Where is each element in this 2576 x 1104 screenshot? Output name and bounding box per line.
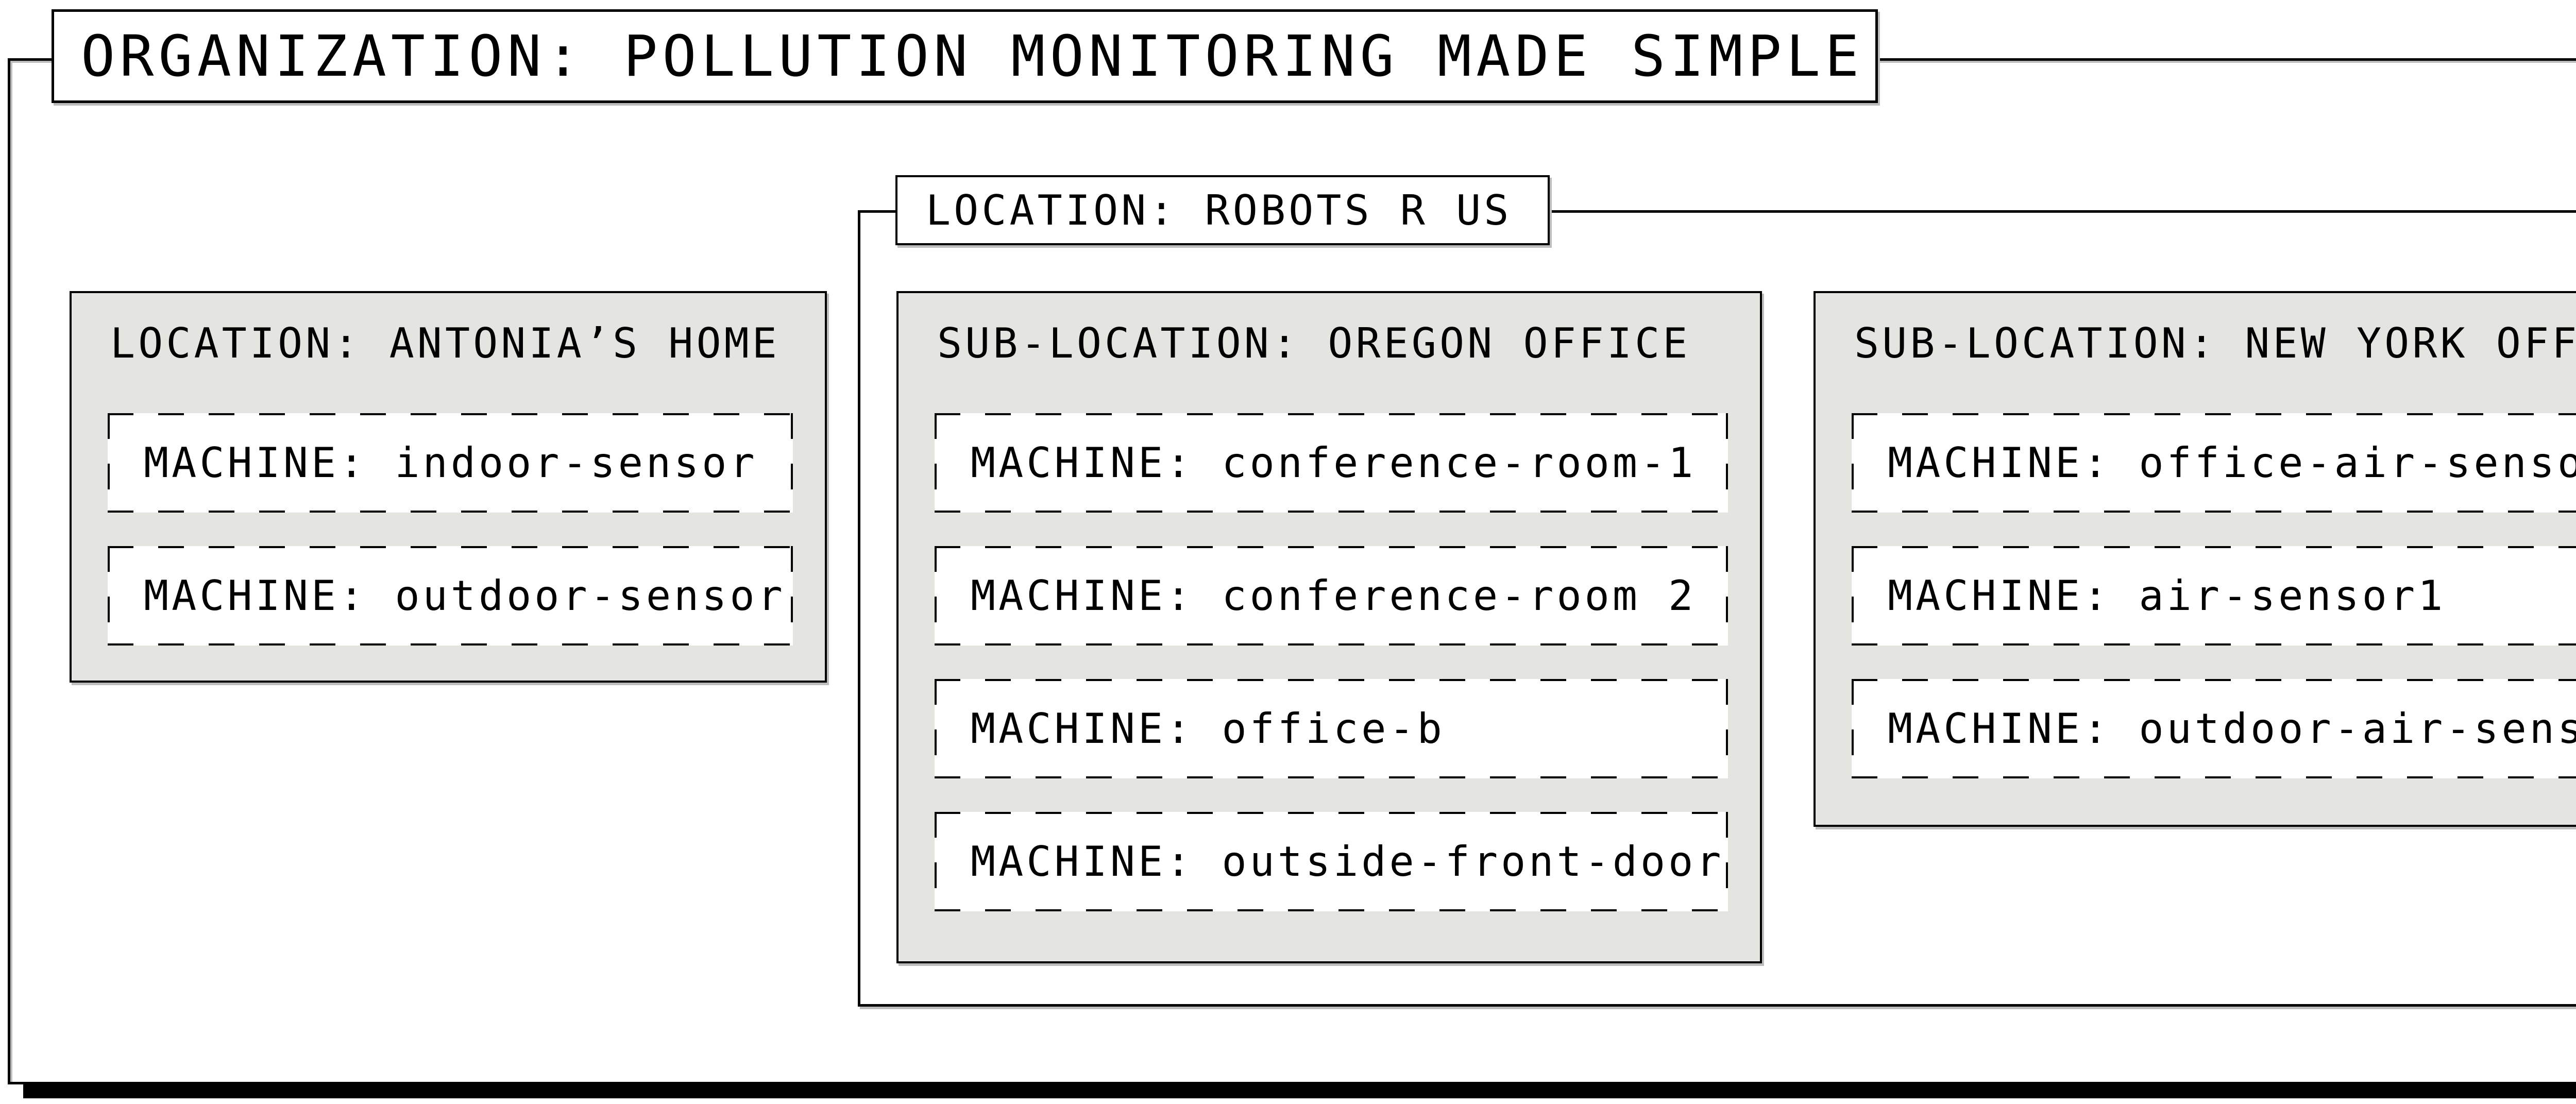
machine-label: MACHINE: conference-room-1 [971,439,1697,487]
machine-box-office-b: MACHINE: office-b [935,679,1728,778]
location-box-antonias-home: LOCATION: ANTONIA’S HOME MACHINE: indoor… [70,291,827,683]
machine-label: MACHINE: office-b [971,705,1445,753]
machine-label: MACHINE: office-air-sensor [1888,439,2576,487]
machine-box-outdoor-sensor: MACHINE: outdoor-sensor [108,546,793,646]
machine-box-office-air-sensor: MACHINE: office-air-sensor [1852,413,2576,513]
machine-label: MACHINE: outdoor-sensor [144,572,786,620]
machine-box-conference-room-1: MACHINE: conference-room-1 [935,413,1728,513]
location-header-antonias-home: LOCATION: ANTONIA’S HOME [110,319,780,367]
machine-box-outdoor-air-sensor: MACHINE: outdoor-air-sensor [1852,679,2576,778]
organization-title: ORGANIZATION: POLLUTION MONITORING MADE … [81,23,1864,89]
machine-label: MACHINE: conference-room 2 [971,572,1697,620]
machine-box-outside-front-door: MACHINE: outside-front-door [935,812,1728,911]
machine-label: MACHINE: outdoor-air-sensor [1888,705,2576,753]
machine-label: MACHINE: outside-front-door [971,838,1724,886]
machine-box-indoor-sensor: MACHINE: indoor-sensor [108,413,793,513]
sublocation-box-oregon-office: SUB-LOCATION: OREGON OFFICE MACHINE: con… [896,291,1762,963]
machine-box-air-sensor1: MACHINE: air-sensor1 [1852,546,2576,646]
location-label-robots-r-us: LOCATION: ROBOTS R US [926,186,1512,234]
organization-title-box: ORGANIZATION: POLLUTION MONITORING MADE … [52,9,1878,103]
location-label-box-robots-r-us: LOCATION: ROBOTS R US [895,175,1550,245]
sublocation-header-oregon-office: SUB-LOCATION: OREGON OFFICE [937,319,1691,367]
machine-label: MACHINE: indoor-sensor [144,439,758,487]
machine-label: MACHINE: air-sensor1 [1888,572,2446,620]
sublocation-box-new-york-office: SUB-LOCATION: NEW YORK OFFICE MACHINE: o… [1814,291,2576,827]
sublocation-header-new-york-office: SUB-LOCATION: NEW YORK OFFICE [1854,319,2576,367]
machine-box-conference-room-2: MACHINE: conference-room 2 [935,546,1728,646]
